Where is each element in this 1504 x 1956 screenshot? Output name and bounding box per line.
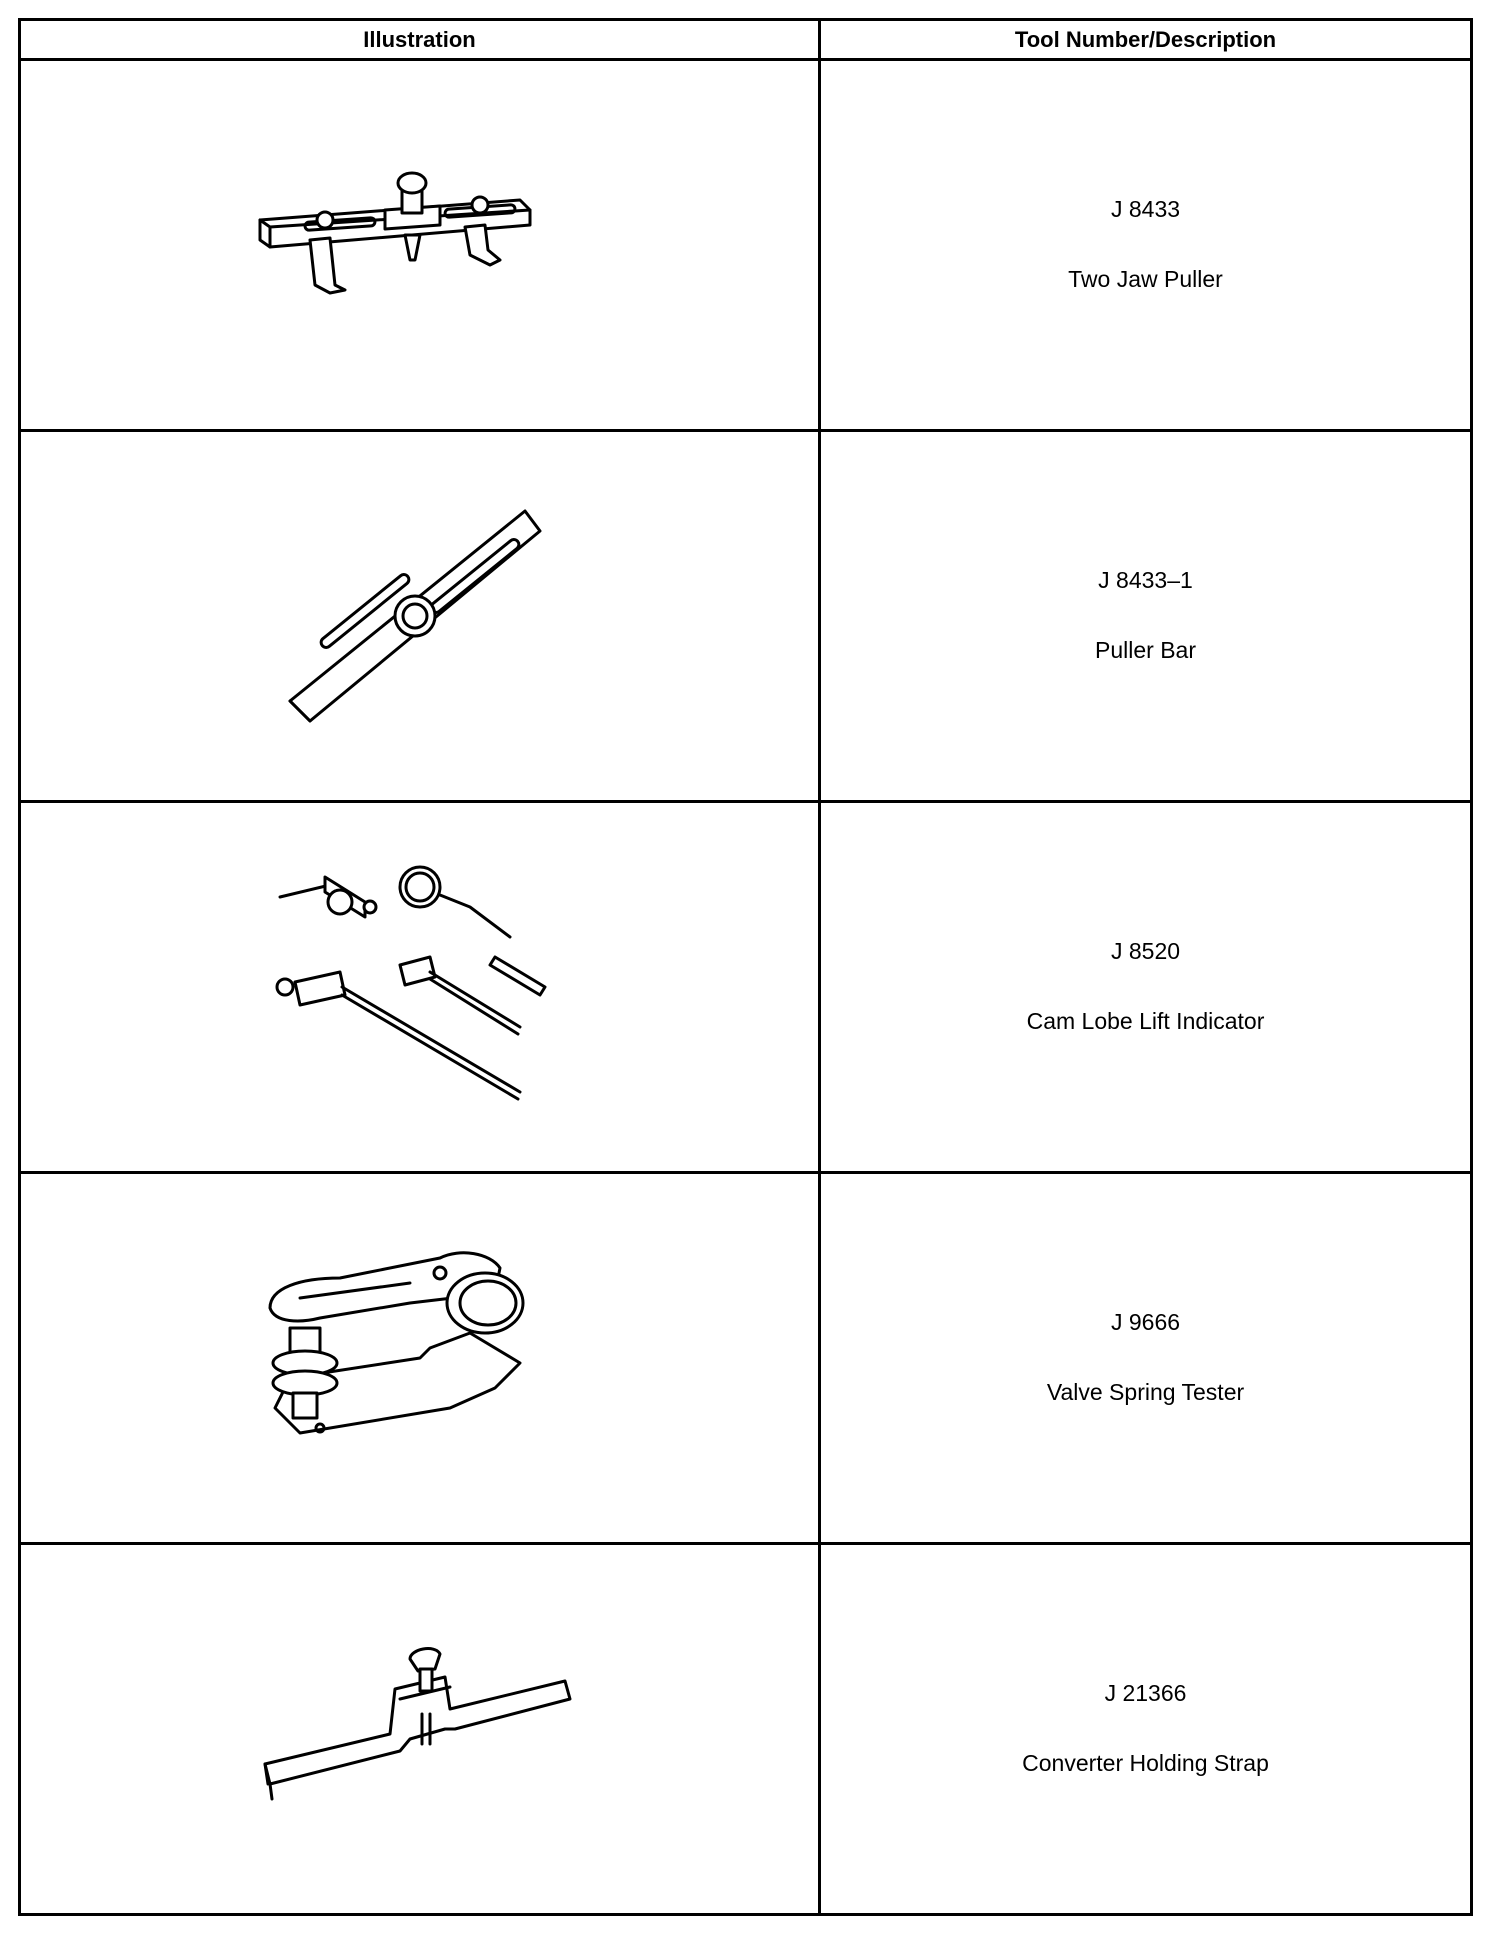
illustration-column-header: Illustration: [18, 18, 821, 61]
tool-number: J 8433: [1110, 196, 1181, 223]
illustration-cell: [18, 1171, 821, 1545]
description-cell: J 21366 Converter Holding Strap: [818, 1542, 1473, 1916]
illustration-cell: [18, 800, 821, 1174]
tool-number: J 21366: [1104, 1680, 1187, 1707]
illustration-cell: [18, 429, 821, 803]
description-column-header: Tool Number/Description: [818, 18, 1473, 61]
tool-description: Cam Lobe Lift Indicator: [1026, 1008, 1265, 1034]
table-row: J 9666 Valve Spring Tester: [18, 1171, 1473, 1545]
puller-bar-drawing: [288, 509, 541, 723]
tool-description: Two Jaw Puller: [1068, 266, 1223, 292]
converter-holding-strap-drawing: [263, 1647, 571, 1801]
description-cell: J 8520 Cam Lobe Lift Indicator: [818, 800, 1473, 1174]
tool-description: Puller Bar: [1095, 637, 1196, 663]
description-cell: J 8433–1 Puller Bar: [818, 429, 1473, 803]
tool-number: J 9666: [1110, 1309, 1181, 1336]
table-header-row: Illustration Tool Number/Description: [18, 18, 1473, 61]
tool-description: Valve Spring Tester: [1046, 1379, 1245, 1405]
illustration-cell: [18, 58, 821, 432]
tool-description: Converter Holding Strap: [1022, 1750, 1269, 1776]
table-row: J 8433–1 Puller Bar: [18, 429, 1473, 803]
description-cell: J 8433 Two Jaw Puller: [818, 58, 1473, 432]
valve-spring-tester-drawing: [268, 1251, 524, 1435]
cam-lobe-lift-indicator-drawing: [275, 865, 546, 1101]
tool-number: J 8433–1: [1098, 567, 1193, 594]
special-tools-table: Illustration Tool Number/Description: [18, 18, 1473, 1916]
two-jaw-puller-drawing: [258, 171, 531, 295]
table-row: J 8520 Cam Lobe Lift Indicator: [18, 800, 1473, 1174]
table-row: J 8433 Two Jaw Puller: [18, 58, 1473, 432]
table-row: J 21366 Converter Holding Strap: [18, 1542, 1473, 1916]
illustration-cell: [18, 1542, 821, 1916]
tool-number: J 8520: [1110, 938, 1181, 965]
description-cell: J 9666 Valve Spring Tester: [818, 1171, 1473, 1545]
